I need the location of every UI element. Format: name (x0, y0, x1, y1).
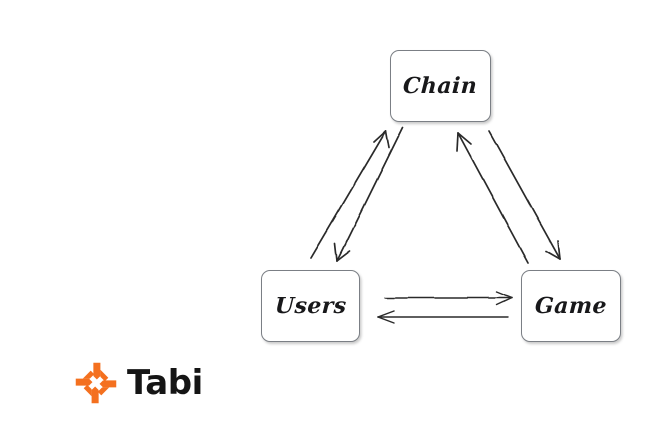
brand-wordmark: Tabi (127, 363, 203, 403)
node-chain[interactable]: Chain (390, 50, 491, 122)
node-game[interactable]: Game (521, 270, 621, 342)
brand-logo: Tabi (74, 361, 203, 405)
node-users[interactable]: Users (261, 270, 360, 342)
arrow-game-to-users (377, 310, 509, 324)
node-game-label: Game (534, 293, 608, 319)
arrow-users-to-game (384, 291, 513, 306)
arrow-game-to-chain (456, 132, 529, 264)
tabi-pinwheel-logo-icon (75, 362, 117, 404)
arrow-chain-to-users (334, 126, 404, 262)
node-users-label: Users (274, 293, 347, 319)
node-chain-label: Chain (402, 73, 479, 99)
arrow-users-to-chain (310, 130, 390, 259)
arrow-chain-to-game (488, 130, 561, 260)
